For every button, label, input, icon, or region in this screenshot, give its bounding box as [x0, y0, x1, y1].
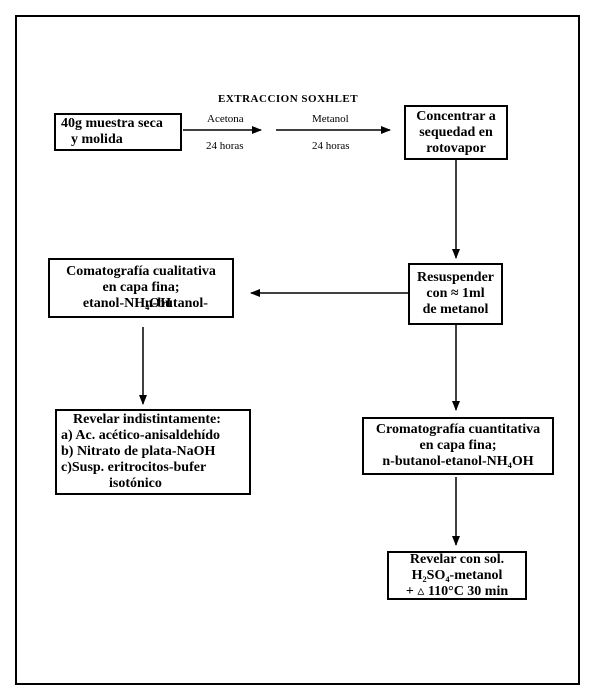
- concentrate-line-2: sequedad en: [419, 124, 493, 140]
- sample-box: 40g muestra seca y molida: [54, 113, 182, 151]
- reveal-indistinct-box: Revelar indistintamente: a) Ac. acético-…: [55, 409, 251, 495]
- reveal-indistinct-line-2: a) Ac. acético-anisaldehído: [61, 428, 221, 443]
- qualitative-line-1: Comatografía cualitativa: [66, 264, 216, 279]
- concentrate-line-3: rotovapor: [426, 140, 486, 156]
- reveal-indistinct-line-3: b) Nitrato de plata-NaOH: [61, 444, 216, 459]
- quantitative-line-3: n-butanol-etanol-NH₄OH: [382, 454, 534, 469]
- outer-frame: [15, 15, 580, 685]
- reveal-sol-line-3: + ▵ 110°C 30 min: [405, 583, 509, 599]
- quantitative-line-1: Cromatografía cuantitativa: [375, 422, 541, 437]
- quantitative-line-2: en capa fina;: [419, 438, 497, 453]
- resuspend-line-2: con ≈ 1ml: [426, 286, 485, 301]
- resuspend-line-3: de metanol: [422, 302, 489, 317]
- qualitative-box: Comatografía cualitativa en capa fina; e…: [48, 258, 234, 318]
- qualitative-line-3-b: n-butanol-: [144, 296, 208, 311]
- reveal-indistinct-line-1: Revelar indistintamente:: [73, 412, 221, 427]
- sample-line-2: y molida: [71, 132, 123, 147]
- qualitative-line-2: en capa fina;: [102, 280, 180, 295]
- reveal-sol-line-1: Revelar con sol.: [409, 551, 505, 567]
- qualitative-line-3: etanol-NH₄OH n-butanol-: [83, 296, 208, 312]
- reveal-indistinct-line-5: isotónico: [109, 476, 162, 491]
- qualitative-line-3-a: etanol-NH₄OH: [82, 296, 172, 311]
- reveal-sol-box: Revelar con sol. H₂SO₄-metanol + ▵ 110°C…: [387, 551, 527, 600]
- concentrate-box: Concentrar a sequedad en rotovapor: [404, 105, 508, 160]
- concentrate-line-1: Concentrar a: [416, 108, 496, 124]
- resuspend-line-1: Resuspender: [416, 270, 494, 285]
- extraction-heading: EXTRACCION SOXHLET: [218, 93, 359, 105]
- solvent-1-name: Acetona: [207, 113, 244, 125]
- sample-line-1: 40g muestra seca: [61, 116, 163, 131]
- reveal-sol-line-2: H₂SO₄-metanol: [411, 567, 503, 583]
- solvent-2-name: Metanol: [312, 113, 349, 125]
- resuspend-box: Resuspender con ≈ 1ml de metanol: [408, 263, 503, 325]
- quantitative-box: Cromatografía cuantitativa en capa fina;…: [362, 417, 554, 475]
- solvent-2-time: 24 horas: [312, 140, 350, 152]
- solvent-1-time: 24 horas: [206, 140, 244, 152]
- reveal-indistinct-line-4: c)Susp. eritrocitos-bufer: [61, 460, 207, 475]
